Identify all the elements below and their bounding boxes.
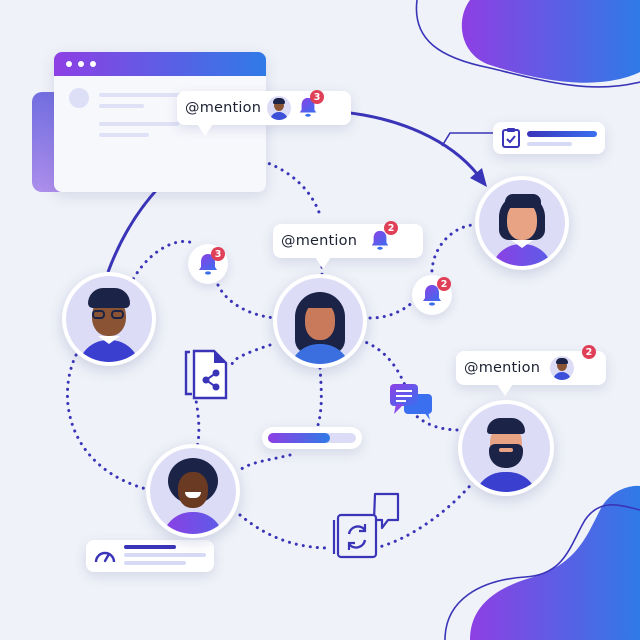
mention-label: @mention: [281, 233, 358, 249]
bell-notification[interactable]: 3: [188, 244, 228, 284]
bubble-tail: [497, 384, 513, 396]
bell-notification[interactable]: 2: [412, 275, 452, 315]
avatar-woman-short-hair[interactable]: [475, 176, 569, 270]
mention-bubble[interactable]: @mention 2: [273, 221, 423, 258]
notification-badge: 2: [582, 345, 596, 359]
task-card[interactable]: [493, 122, 605, 154]
mention-bubble[interactable]: @mention 3: [177, 90, 351, 125]
notification-badge: 2: [384, 221, 399, 235]
avatar-woman-long-hair[interactable]: [273, 274, 367, 368]
mention-bubble[interactable]: @mention 2: [456, 345, 606, 385]
progress-bar: [262, 427, 362, 449]
task-title-bar: [527, 131, 597, 137]
mention-label: @mention: [185, 100, 262, 116]
speedometer-icon: [94, 551, 116, 563]
text-line: [99, 104, 144, 108]
metric-bar: [124, 545, 176, 549]
user-avatar-icon: [550, 356, 575, 380]
shared-document-icon: [184, 349, 228, 400]
mention-label: @mention: [464, 360, 541, 376]
metrics-card[interactable]: [86, 540, 214, 572]
text-line: [99, 122, 179, 126]
user-avatar-icon: [267, 96, 292, 120]
notification-badge: 2: [437, 277, 451, 291]
notification-badge: 3: [310, 90, 325, 104]
bell-icon: 3: [297, 90, 325, 120]
bell-icon: 2: [369, 221, 399, 253]
bubble-tail: [315, 257, 331, 269]
notification-badge: 3: [211, 247, 225, 261]
metric-bar: [124, 553, 206, 557]
chat-bubbles-icon: [390, 384, 432, 420]
avatar-woman-curly-hair[interactable]: [146, 444, 240, 538]
browser-titlebar: [54, 52, 266, 76]
glasses-icon: [92, 310, 126, 319]
text-line: [99, 93, 189, 97]
window-dot: [66, 61, 72, 67]
clipboard-check-icon: [502, 128, 520, 148]
bell-icon: [423, 285, 441, 306]
browser-window: [54, 52, 266, 192]
window-dot: [78, 61, 84, 67]
avatar-man-with-glasses[interactable]: [62, 272, 156, 366]
sync-chat-icon: [332, 492, 400, 559]
text-line: [99, 133, 149, 137]
window-dot: [90, 61, 96, 67]
bubble-tail: [197, 124, 213, 136]
avatar-bearded-man[interactable]: [458, 400, 554, 496]
avatar-placeholder: [69, 88, 89, 108]
progress-fill: [268, 433, 330, 443]
task-subtitle-bar: [527, 142, 572, 146]
metric-bar: [124, 561, 186, 565]
